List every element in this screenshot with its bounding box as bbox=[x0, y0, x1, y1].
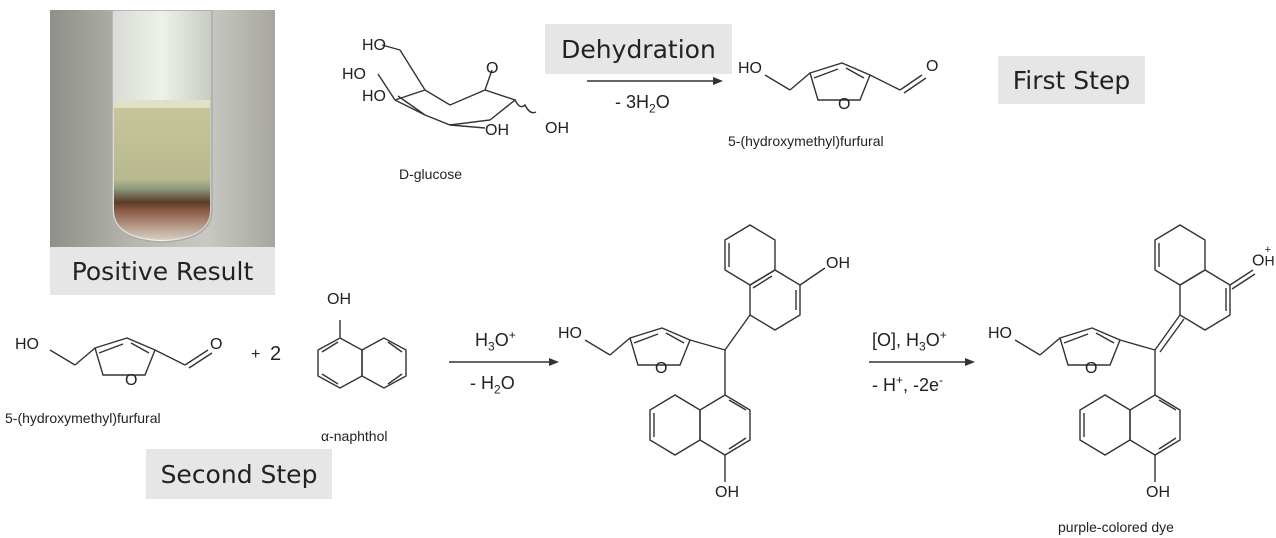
dye-ring-o: O bbox=[1085, 360, 1098, 377]
first-step-label: First Step bbox=[998, 56, 1145, 104]
hmf1-ho: HO bbox=[738, 60, 762, 77]
naphthol-oh: OH bbox=[327, 291, 351, 308]
naphthol-coefficient: 2 bbox=[270, 343, 282, 365]
naphthol-name: α-naphthol bbox=[321, 428, 388, 444]
hmf2-ho: HO bbox=[15, 336, 39, 353]
acid-arrow bbox=[449, 358, 559, 366]
test-tube-photo: Positive Result bbox=[50, 9, 275, 295]
glucose-name: D-glucose bbox=[399, 166, 463, 182]
plus-sign: + bbox=[251, 346, 261, 363]
intermediate-oh-bottom: OH bbox=[715, 484, 739, 501]
hmf2-aldehyde-o: O bbox=[210, 336, 223, 353]
hmf1-ring-o: O bbox=[838, 96, 851, 113]
glucose-ho-2: HO bbox=[342, 66, 366, 83]
dye-ho: HO bbox=[988, 325, 1012, 342]
intermediate-structure bbox=[584, 224, 826, 482]
glucose-ho-3: HO bbox=[362, 88, 386, 105]
hmf-structure-2 bbox=[49, 337, 213, 376]
glucose-ring-o: O bbox=[486, 60, 499, 77]
glucose-oh-2: OH bbox=[545, 120, 569, 137]
hmf2-ring-o: O bbox=[125, 372, 138, 389]
intermediate-ho: HO bbox=[558, 325, 582, 342]
second-step-label: Second Step bbox=[146, 449, 332, 499]
hmf-structure-1 bbox=[764, 62, 927, 101]
acid-arrow-bottom: - H2O bbox=[470, 373, 515, 397]
acid-arrow-top: H3O+ bbox=[475, 328, 516, 354]
intermediate-oh-top: OH bbox=[826, 255, 850, 272]
dye-oh-top: OH+ bbox=[1252, 244, 1275, 270]
dehydration-label: Dehydration bbox=[545, 24, 732, 74]
intermediate-ring-o: O bbox=[655, 360, 668, 377]
hmf1-name: 5-(hydroxymethyl)furfural bbox=[728, 133, 884, 149]
dye-oh-bottom: OH bbox=[1146, 484, 1170, 501]
oxidation-arrow bbox=[869, 358, 975, 366]
positive-result-caption: Positive Result bbox=[50, 247, 275, 295]
hmf2-name: 5-(hydroxymethyl)furfural bbox=[5, 410, 161, 426]
naphthol-structure bbox=[317, 320, 407, 389]
glucose-ho-1: HO bbox=[362, 37, 386, 54]
dehydration-arrow bbox=[587, 77, 723, 85]
glucose-structure bbox=[377, 44, 537, 129]
test-tube-illustration bbox=[111, 9, 213, 243]
dye-name: purple-colored dye bbox=[1058, 519, 1174, 535]
oxidation-arrow-bottom: - H+, -2e- bbox=[872, 373, 944, 395]
oxidation-arrow-top: [O], H3O+ bbox=[872, 328, 947, 354]
hmf1-aldehyde-o: O bbox=[926, 58, 939, 75]
dye-structure bbox=[1014, 224, 1256, 482]
dehydration-condition: - 3H2O bbox=[615, 92, 670, 116]
glucose-oh-1: OH bbox=[485, 122, 509, 139]
